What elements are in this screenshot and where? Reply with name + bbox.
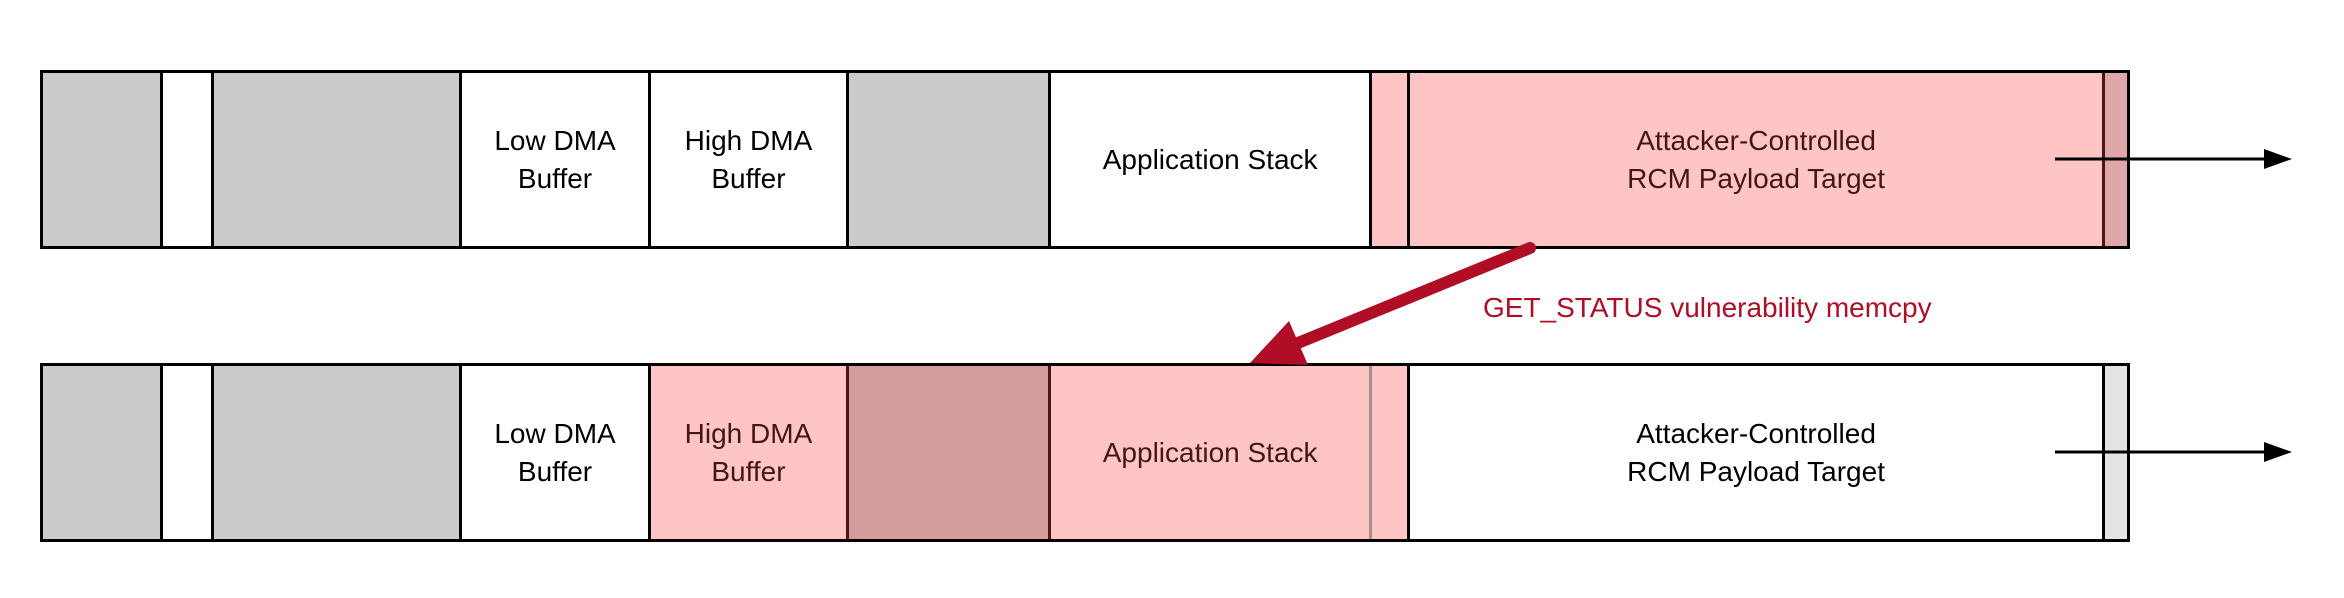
segment-label-line: RCM Payload Target — [1627, 455, 1885, 487]
memory-bar-after-overflow: Low DMA Buffer High DMA Buffer Application S… — [40, 363, 2130, 542]
segment-label-line: High DMA — [684, 417, 813, 449]
segment-reserved-block-a-before — [43, 73, 160, 246]
segment-payload-end-strip-after — [2102, 366, 2127, 539]
segment-payload-lead-in-before — [1369, 73, 1408, 246]
segment-label-line: Attacker-Controlled — [1636, 417, 1876, 449]
segment-label-line: High DMA — [684, 124, 813, 156]
memory-bar-before-overflow: Low DMA Buffer High DMA Buffer Application S… — [40, 70, 2130, 249]
segment-application-stack-after: Application Stack — [1048, 366, 1370, 539]
segment-reserved-block-c-after — [845, 366, 1049, 539]
segment-reserved-block-a-after — [43, 366, 160, 539]
segment-label-line: Buffer — [517, 162, 593, 194]
segment-label-line: Attacker-Controlled — [1636, 124, 1876, 156]
segment-label-line: RCM Payload Target — [1627, 162, 1885, 194]
segment-label-line: Low DMA — [494, 417, 616, 449]
segment-reserved-block-b-before — [210, 73, 459, 246]
segment-label-line: Buffer — [517, 455, 593, 487]
segment-label-line: Buffer — [711, 455, 786, 487]
memcpy-vulnerability-label: GET_STATUS vulnerability memcpy — [1483, 292, 1932, 323]
segment-reserved-block-b-after — [210, 366, 459, 539]
segment-gap-before — [159, 73, 211, 246]
segment-low-dma-buffer-before: Low DMA Buffer — [458, 73, 649, 246]
segment-label-line: Low DMA — [494, 124, 616, 156]
segment-application-stack-before: Application Stack — [1048, 73, 1370, 246]
segment-payload-lead-in-after — [1369, 366, 1408, 539]
segment-payload-end-strip-before — [2102, 73, 2127, 246]
segment-label-line: Application Stack — [1102, 436, 1318, 468]
segment-high-dma-buffer-after: High DMA Buffer — [648, 366, 846, 539]
segment-reserved-block-c-before — [845, 73, 1049, 246]
segment-label-line: Application Stack — [1102, 143, 1318, 175]
segment-label-line: Buffer — [711, 162, 786, 194]
segment-high-dma-buffer-before: High DMA Buffer — [648, 73, 846, 246]
segment-gap-after — [159, 366, 211, 539]
segment-low-dma-buffer-after: Low DMA Buffer — [458, 366, 649, 539]
